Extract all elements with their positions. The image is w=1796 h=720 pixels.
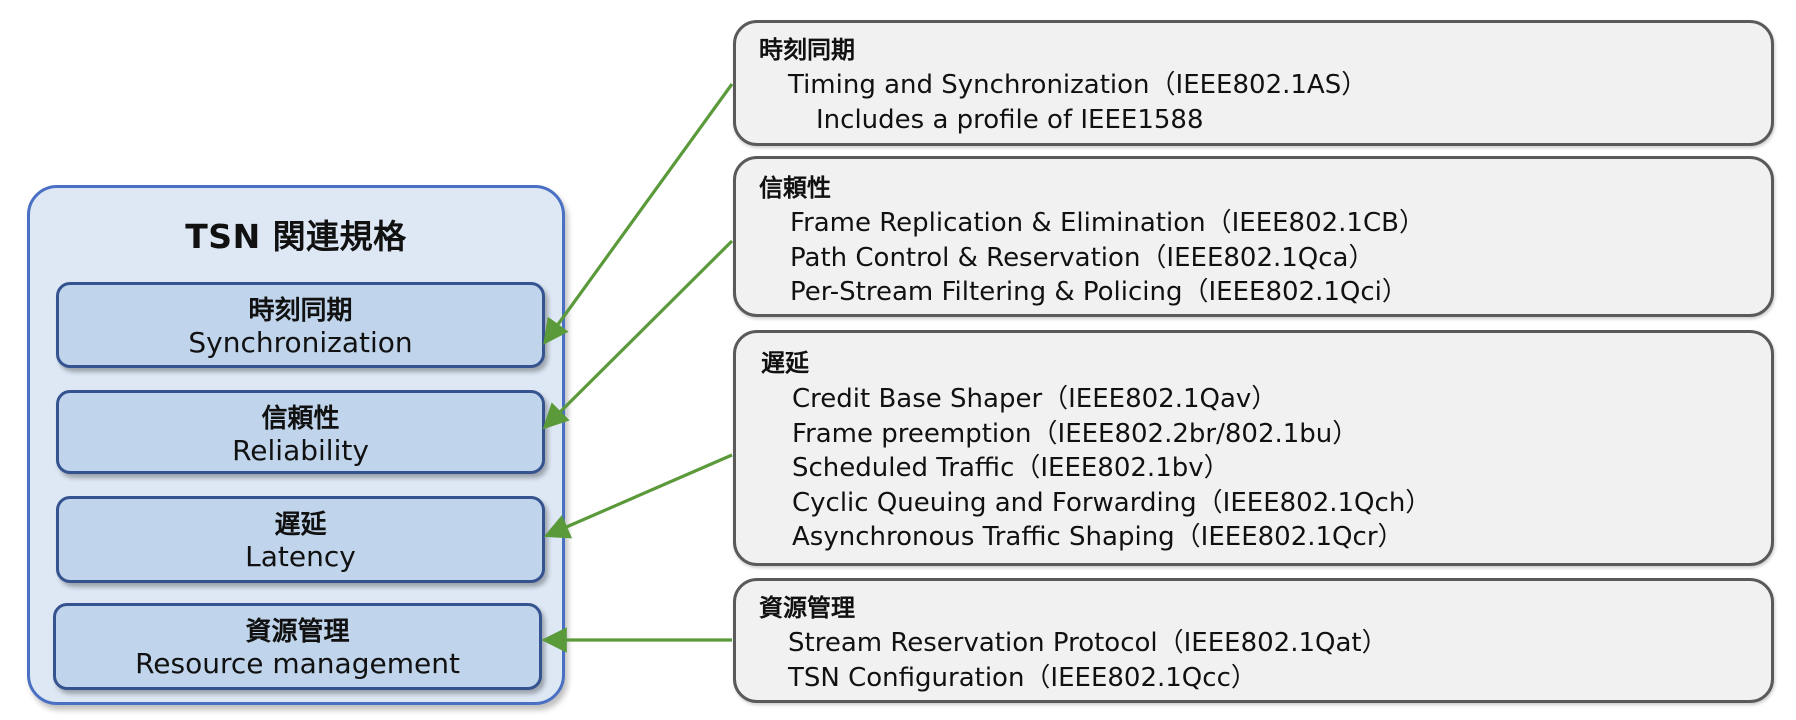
category-synchronization: 時刻同期 Synchronization <box>56 282 545 368</box>
detail-item: Frame Replication & Elimination（IEEE802.… <box>790 208 1425 238</box>
detail-box-latency: 遅延 Credit Base Shaper（IEEE802.1Qav） Fram… <box>733 330 1774 566</box>
category-jp-label: 資源管理 <box>245 617 350 647</box>
detail-subitem: Includes a profile of IEEE1588 <box>816 104 1204 135</box>
detail-heading: 遅延 <box>761 349 809 377</box>
detail-heading: 資源管理 <box>759 594 855 622</box>
detail-box-resource-management: 資源管理 Stream Reservation Protocol（IEEE802… <box>733 578 1774 703</box>
detail-list: Frame Replication & Elimination（IEEE802.… <box>790 206 1425 310</box>
arrow-reliability <box>542 239 734 430</box>
panel-title: TSN 関連規格 <box>185 217 407 256</box>
category-jp-label: 遅延 <box>274 510 327 540</box>
detail-item: TSN Configuration（IEEE802.1Qcc） <box>788 662 1257 693</box>
detail-item: Per-Stream Filtering & Policing（IEEE802.… <box>790 277 1408 307</box>
detail-heading: 信頼性 <box>759 174 831 202</box>
category-jp-label: 時刻同期 <box>248 296 353 326</box>
detail-item: Path Control & Reservation（IEEE802.1Qca） <box>790 242 1375 273</box>
category-en-label: Synchronization <box>188 326 413 359</box>
detail-item: Asynchronous Traffic Shaping（IEEE802.1Qc… <box>792 522 1404 552</box>
detail-box-reliability: 信頼性 Frame Replication & Elimination（IEEE… <box>733 156 1774 317</box>
detail-item: Scheduled Traffic（IEEE802.1bv） <box>792 453 1230 483</box>
detail-list: Credit Base Shaper（IEEE802.1Qav） Frame p… <box>792 382 1431 555</box>
detail-list: Timing and Synchronization（IEEE802.1AS） … <box>788 68 1367 137</box>
detail-heading: 時刻同期 <box>759 36 855 64</box>
category-resource-management: 資源管理 Resource management <box>53 603 542 690</box>
category-jp-label: 信頼性 <box>261 404 340 434</box>
category-en-label: Resource management <box>135 647 460 680</box>
arrow-latency <box>543 453 733 539</box>
detail-item: Frame preemption（IEEE802.2br/802.1bu） <box>792 418 1359 449</box>
category-latency: 遅延 Latency <box>56 496 545 583</box>
detail-item: Credit Base Shaper（IEEE802.1Qav） <box>792 384 1278 414</box>
detail-list: Stream Reservation Protocol（IEEE802.1Qat… <box>788 626 1388 695</box>
category-en-label: Latency <box>245 540 356 573</box>
arrow-synchronization <box>543 83 734 345</box>
category-en-label: Reliability <box>232 434 369 467</box>
detail-item: Stream Reservation Protocol（IEEE802.1Qat… <box>788 628 1388 658</box>
category-reliability: 信頼性 Reliability <box>56 390 545 474</box>
detail-item: Timing and Synchronization（IEEE802.1AS） <box>788 70 1368 100</box>
detail-item: Cyclic Queuing and Forwarding（IEEE802.1Q… <box>792 487 1432 518</box>
detail-box-synchronization: 時刻同期 Timing and Synchronization（IEEE802.… <box>733 20 1774 146</box>
